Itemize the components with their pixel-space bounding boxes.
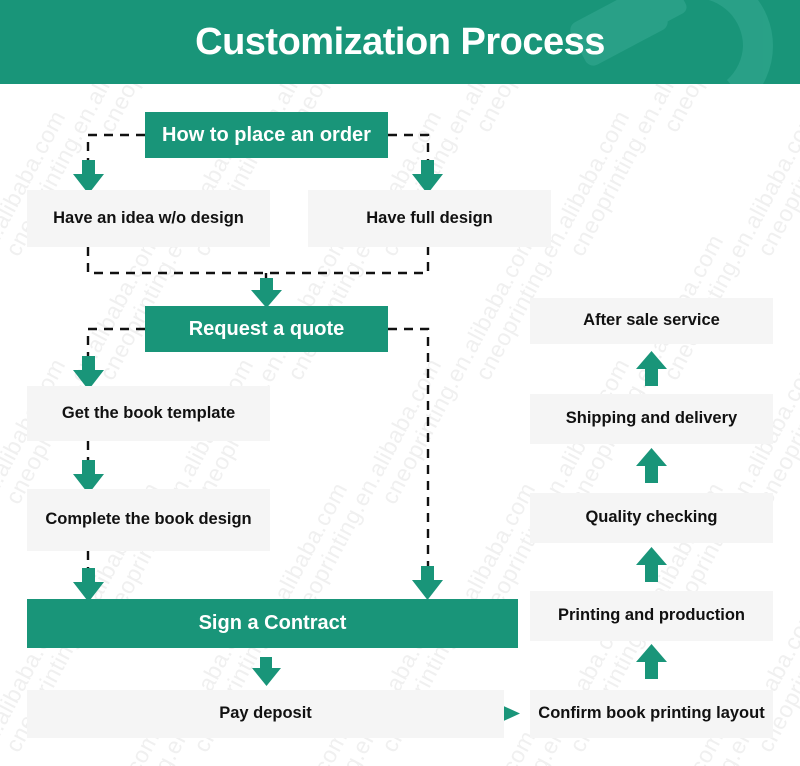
arrowhead-down-to-contract-right	[412, 566, 443, 600]
flow-node-label: Pay deposit	[219, 704, 312, 723]
flow-node-label: Have an idea w/o design	[53, 208, 244, 227]
arrowhead-down-to-template	[73, 356, 104, 390]
flow-node-label: Request a quote	[188, 317, 345, 340]
arrowhead-down-to-quote	[251, 278, 282, 308]
flow-node-pay-deposit[interactable]: Pay deposit	[27, 690, 504, 738]
flow-node-get-the-book-template[interactable]: Get the book template	[27, 386, 270, 441]
page-title: Customization Process	[195, 21, 605, 63]
connector-order-to-fulldesign	[388, 133, 430, 178]
flow-node-have-an-idea-wo-design[interactable]: Have an idea w/o design	[27, 190, 270, 247]
flow-node-label: Complete the book design	[45, 510, 252, 529]
arrowhead-up-to-aftersale	[636, 351, 667, 386]
flow-node-have-full-design[interactable]: Have full design	[308, 190, 551, 247]
connector-order-to-idea	[86, 133, 145, 178]
flow-node-how-to-place-an-order[interactable]: How to place an order	[145, 112, 388, 158]
flow-node-confirm-book-printing-layout[interactable]: Confirm book printing layout	[530, 690, 773, 738]
connector-quote-to-template	[86, 327, 145, 374]
flow-node-label: Printing and production	[558, 606, 745, 625]
flow-node-sign-a-contract[interactable]: Sign a Contract	[27, 599, 518, 648]
flow-node-after-sale-service[interactable]: After sale service	[530, 298, 773, 344]
arrowhead-down-to-idea	[73, 160, 104, 194]
connector-branches-merge	[86, 247, 430, 275]
flow-node-label: Have full design	[366, 208, 493, 227]
flow-node-label: After sale service	[583, 311, 720, 330]
flow-node-label: Sign a Contract	[198, 612, 347, 634]
flow-node-label: Shipping and delivery	[565, 409, 738, 428]
flow-node-label: Quality checking	[585, 508, 718, 527]
flow-node-request-a-quote[interactable]: Request a quote	[145, 306, 388, 352]
arrowhead-up-to-shipping	[636, 448, 667, 483]
flow-node-shipping-and-delivery[interactable]: Shipping and delivery	[530, 394, 773, 444]
arrowhead-down-to-contract-left	[73, 568, 104, 602]
flow-node-label: Confirm book printing layout	[538, 704, 765, 723]
arrowhead-down-to-deposit	[252, 657, 281, 686]
arrowhead-down-to-fulldesign	[412, 160, 443, 194]
arrowhead-up-to-printing	[636, 644, 667, 679]
header-banner: Customization Process	[0, 0, 800, 84]
flow-node-complete-the-book-design[interactable]: Complete the book design	[27, 489, 270, 551]
flow-node-printing-and-production[interactable]: Printing and production	[530, 591, 773, 641]
arrowhead-up-to-quality	[636, 547, 667, 582]
flow-node-quality-checking[interactable]: Quality checking	[530, 493, 773, 543]
flow-node-label: Get the book template	[61, 403, 236, 422]
connector-quote-to-contract	[388, 327, 430, 578]
flow-node-label: How to place an order	[162, 123, 371, 146]
